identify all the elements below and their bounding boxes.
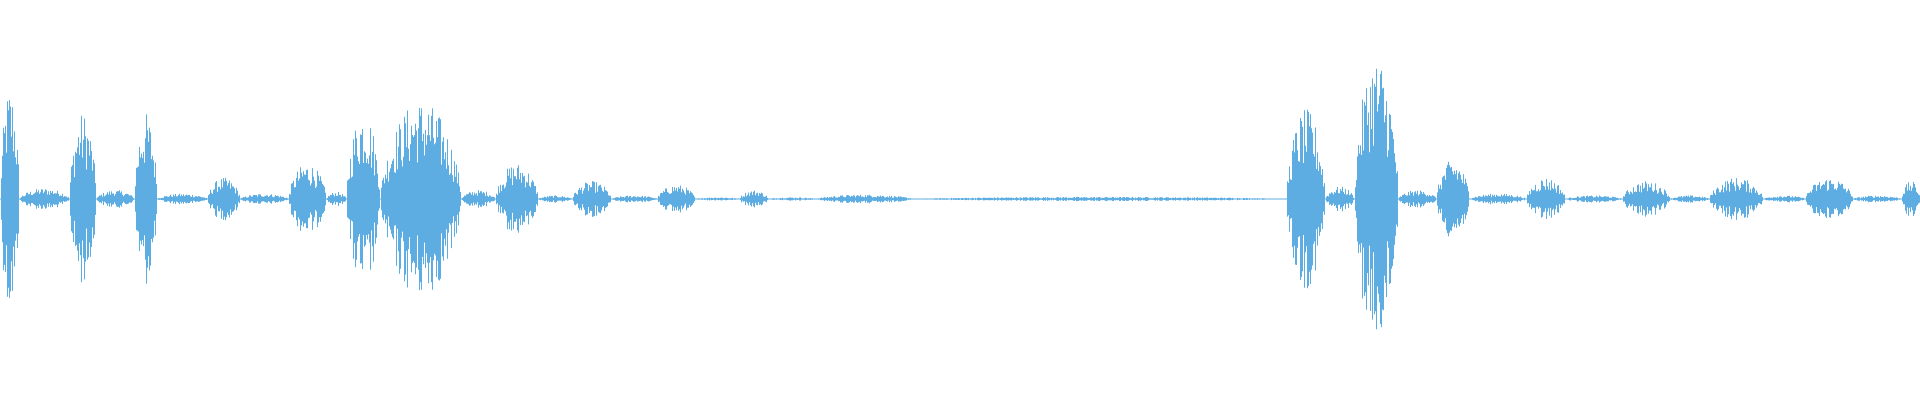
waveform-segment-23	[1286, 109, 1325, 289]
waveform-segment-11	[380, 107, 461, 291]
waveform-segment-25	[1354, 68, 1398, 330]
waveform-segment-17	[657, 185, 695, 213]
waveform-segment-12	[461, 190, 495, 208]
waveform-segment-27	[1436, 161, 1469, 237]
waveform-segment-7	[240, 194, 288, 204]
waveform-segment-3	[96, 190, 134, 208]
waveform-segment-29	[1526, 179, 1565, 219]
waveform-segment-36	[1853, 195, 1901, 203]
waveform-segment-35	[1805, 180, 1853, 218]
waveform-segment-1	[19, 189, 69, 209]
waveform-segment-8	[288, 167, 326, 231]
waveform-segment-16	[611, 195, 657, 203]
waveform-segment-31	[1622, 181, 1670, 217]
waveform-segment-0	[0, 100, 19, 298]
waveform-segment-4	[134, 114, 157, 284]
waveform-segment-13	[495, 165, 538, 233]
waveform-segment-15	[572, 181, 611, 217]
waveform-segment-28	[1469, 193, 1526, 205]
waveform-segment-37	[1901, 182, 1920, 216]
waveform-segment-34	[1763, 195, 1805, 203]
waveform-segment-22	[912, 196, 1286, 202]
waveform-segment-18	[695, 197, 739, 201]
waveform-segment-10	[346, 128, 380, 270]
waveform-segment-19	[739, 190, 768, 208]
waveform-segment-26	[1398, 190, 1436, 208]
waveform-segment-9	[326, 192, 346, 206]
waveform-segment-21	[816, 194, 912, 204]
waveform-segment-6	[207, 177, 240, 221]
waveform-segment-20	[768, 197, 816, 201]
waveform-segment-2	[69, 115, 96, 283]
waveform-segment-33	[1709, 178, 1763, 220]
waveform-segment-14	[538, 195, 572, 203]
waveform-segment-32	[1670, 195, 1709, 203]
waveform-segment-24	[1325, 186, 1354, 212]
waveform-segment-5	[157, 193, 207, 205]
waveform-segment-30	[1565, 195, 1622, 203]
